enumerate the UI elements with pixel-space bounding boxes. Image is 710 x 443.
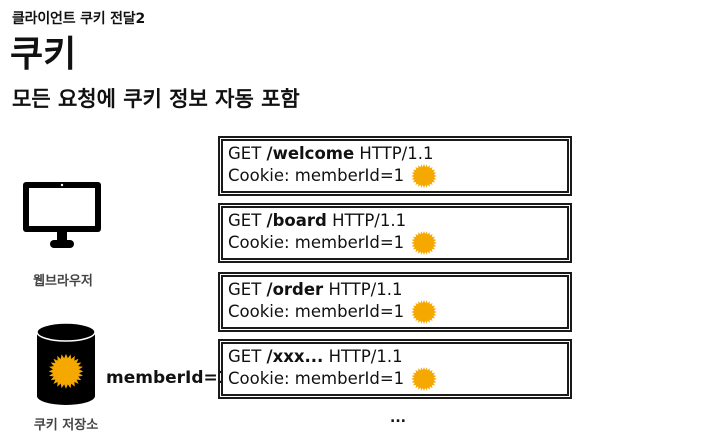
request-line: GET /order HTTP/1.1 (228, 280, 402, 300)
request-path: /board (266, 211, 327, 230)
monitor-icon (23, 182, 101, 248)
request-path: /welcome (266, 144, 355, 163)
request-box: GET /xxx... HTTP/1.1 Cookie: memberId=1 (218, 339, 572, 399)
breadcrumb: 클라이언트 쿠키 전달2 (12, 11, 146, 27)
cookie-seal-icon (47, 352, 85, 391)
cookie-header: Cookie: memberId=1 (228, 166, 405, 185)
request-line: GET /xxx... HTTP/1.1 (228, 347, 403, 367)
request-method: GET (228, 144, 262, 163)
request-box: GET /welcome HTTP/1.1 Cookie: memberId=1 (218, 136, 572, 196)
request-method: GET (228, 211, 262, 230)
cookie-seal-icon (411, 367, 437, 391)
page-title: 쿠키 (10, 34, 77, 75)
request-protocol: HTTP/1.1 (332, 211, 407, 230)
request-box: GET /order HTTP/1.1 Cookie: memberId=1 (218, 272, 572, 332)
request-method: GET (228, 280, 262, 299)
request-protocol: HTTP/1.1 (359, 144, 434, 163)
request-path: /xxx... (266, 347, 324, 366)
cookie-header: Cookie: memberId=1 (228, 233, 405, 252)
cookie-header: Cookie: memberId=1 (228, 369, 405, 388)
cookie-seal-icon (411, 300, 437, 324)
request-protocol: HTTP/1.1 (328, 280, 403, 299)
cookie-seal-icon (411, 231, 437, 255)
page-subtitle: 모든 요청에 쿠키 정보 자동 포함 (12, 87, 300, 111)
more-requests-ellipsis: ... (390, 410, 406, 426)
request-path: /order (266, 280, 324, 299)
database-icon (36, 322, 96, 405)
cookie-seal-icon (411, 164, 437, 188)
request-box: GET /board HTTP/1.1 Cookie: memberId=1 (218, 203, 572, 263)
request-line: GET /welcome HTTP/1.1 (228, 144, 433, 164)
cookie-store-label: 쿠키 저장소 (33, 418, 99, 433)
cookie-store-value: memberId=1 (106, 368, 230, 388)
request-line: GET /board HTTP/1.1 (228, 211, 406, 231)
cookie-header: Cookie: memberId=1 (228, 302, 405, 321)
request-method: GET (228, 347, 262, 366)
request-protocol: HTTP/1.1 (328, 347, 403, 366)
browser-label: 웹브라우저 (33, 274, 93, 289)
